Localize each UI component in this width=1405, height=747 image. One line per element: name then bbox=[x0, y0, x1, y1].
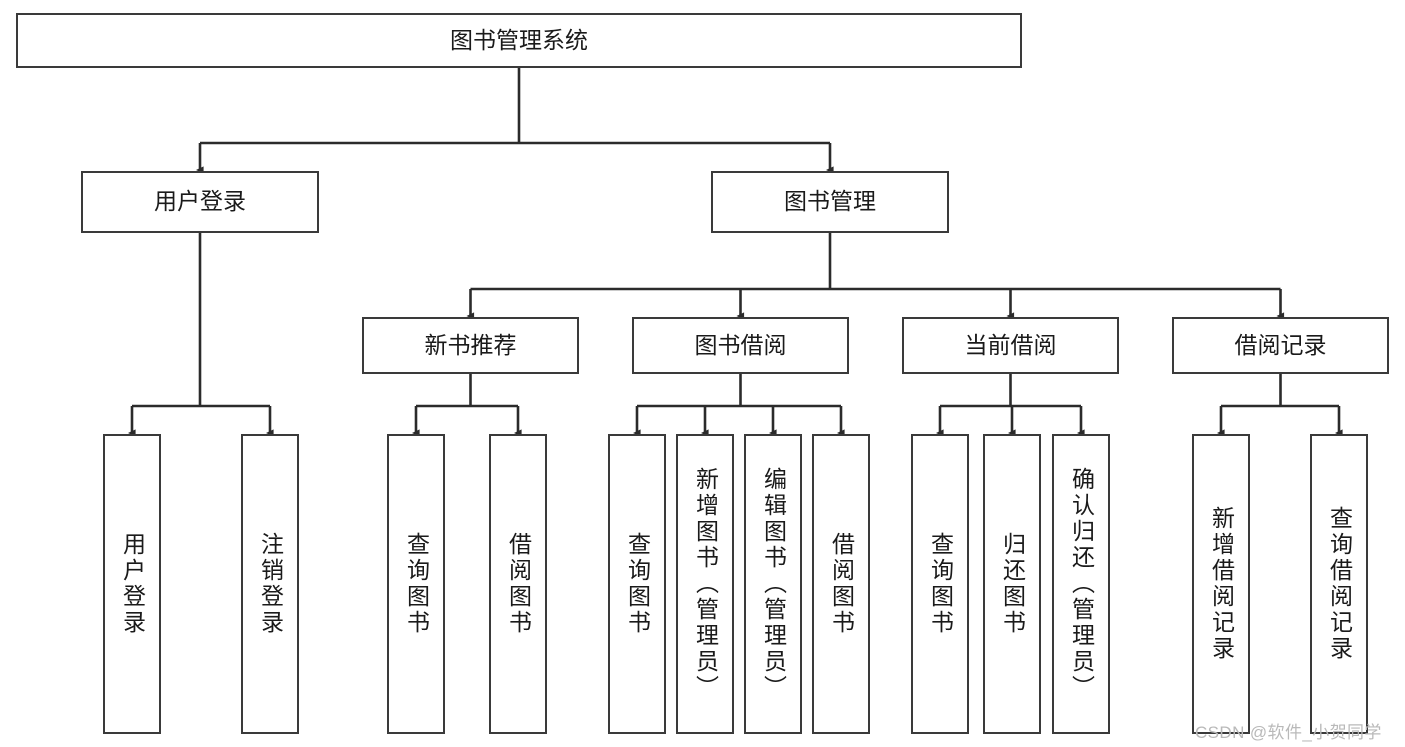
node-borrow-record-label: 借阅记录 bbox=[1234, 331, 1327, 358]
node-book-manage[interactable]: 图书管理 bbox=[711, 171, 949, 233]
node-root-label: 图书管理系统 bbox=[450, 26, 588, 53]
node-leaf-user-login[interactable]: 用户登录 bbox=[103, 434, 161, 734]
csdn-watermark: CSDN @软件_小贺同学 bbox=[1195, 723, 1382, 742]
node-book-borrow[interactable]: 图书借阅 bbox=[632, 317, 849, 374]
node-leaf-query-book-1[interactable]: 查询图书 bbox=[387, 434, 445, 734]
node-leaf-borrow-book-2-label: 借阅图书 bbox=[828, 532, 855, 636]
node-current-borrow[interactable]: 当前借阅 bbox=[902, 317, 1119, 374]
node-leaf-edit-book-admin-label: 编辑图书（管理员） bbox=[760, 467, 787, 701]
node-leaf-confirm-return-admin[interactable]: 确认归还（管理员） bbox=[1052, 434, 1110, 734]
node-leaf-edit-book-admin[interactable]: 编辑图书（管理员） bbox=[744, 434, 802, 734]
node-user-login-label: 用户登录 bbox=[154, 188, 246, 215]
node-leaf-query-book-3[interactable]: 查询图书 bbox=[911, 434, 969, 734]
node-leaf-query-book-3-label: 查询图书 bbox=[927, 532, 954, 636]
node-leaf-borrow-book-2[interactable]: 借阅图书 bbox=[812, 434, 870, 734]
node-leaf-query-borrow-record-label: 查询借阅记录 bbox=[1326, 506, 1353, 662]
node-user-login[interactable]: 用户登录 bbox=[81, 171, 319, 233]
node-leaf-query-borrow-record[interactable]: 查询借阅记录 bbox=[1310, 434, 1368, 734]
node-new-book-recommend[interactable]: 新书推荐 bbox=[362, 317, 579, 374]
node-leaf-add-book-admin[interactable]: 新增图书（管理员） bbox=[676, 434, 734, 734]
node-current-borrow-label: 当前借阅 bbox=[964, 331, 1057, 358]
node-leaf-query-book-2[interactable]: 查询图书 bbox=[608, 434, 666, 734]
node-leaf-add-borrow-record[interactable]: 新增借阅记录 bbox=[1192, 434, 1250, 734]
node-leaf-user-login-label: 用户登录 bbox=[119, 532, 146, 636]
node-leaf-user-logout-label: 注销登录 bbox=[257, 532, 284, 636]
node-borrow-record[interactable]: 借阅记录 bbox=[1172, 317, 1389, 374]
node-leaf-query-book-2-label: 查询图书 bbox=[624, 532, 651, 636]
node-leaf-borrow-book-1-label: 借阅图书 bbox=[505, 532, 532, 636]
node-leaf-add-book-admin-label: 新增图书（管理员） bbox=[692, 467, 719, 701]
node-root[interactable]: 图书管理系统 bbox=[16, 13, 1022, 68]
node-leaf-query-book-1-label: 查询图书 bbox=[403, 532, 430, 636]
node-new-book-recommend-label: 新书推荐 bbox=[424, 331, 517, 358]
node-leaf-add-borrow-record-label: 新增借阅记录 bbox=[1208, 506, 1235, 662]
node-leaf-return-book[interactable]: 归还图书 bbox=[983, 434, 1041, 734]
node-leaf-borrow-book-1[interactable]: 借阅图书 bbox=[489, 434, 547, 734]
node-book-borrow-label: 图书借阅 bbox=[694, 331, 787, 358]
node-leaf-return-book-label: 归还图书 bbox=[999, 532, 1026, 636]
node-book-manage-label: 图书管理 bbox=[784, 188, 876, 215]
node-leaf-user-logout[interactable]: 注销登录 bbox=[241, 434, 299, 734]
node-leaf-confirm-return-admin-label: 确认归还（管理员） bbox=[1068, 467, 1095, 701]
